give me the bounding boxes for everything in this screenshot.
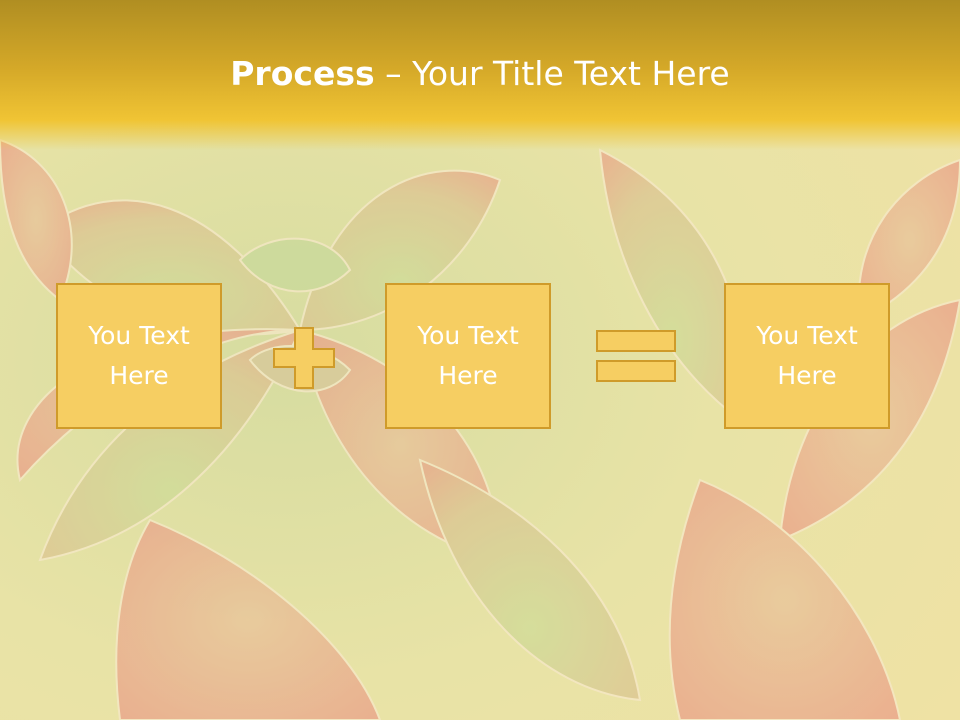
process-box-1[interactable]: You Text Here (56, 283, 222, 429)
process-box-1-line1: You Text (88, 321, 190, 350)
title-bold-part: Process (230, 54, 375, 93)
plus-icon (273, 327, 335, 389)
title-band (0, 0, 960, 150)
process-box-2[interactable]: You Text Here (385, 283, 551, 429)
title-rest-part: – Your Title Text Here (374, 54, 730, 93)
process-box-3-line2: Here (777, 361, 837, 390)
equals-icon (596, 330, 676, 382)
process-box-1-line2: Here (109, 361, 169, 390)
process-box-3-text: You Text Here (756, 316, 858, 396)
process-box-2-line2: Here (438, 361, 498, 390)
process-box-2-text: You Text Here (417, 316, 519, 396)
process-box-1-text: You Text Here (88, 316, 190, 396)
process-box-3-line1: You Text (756, 321, 858, 350)
process-box-3[interactable]: You Text Here (724, 283, 890, 429)
slide-title: Process – Your Title Text Here (0, 52, 960, 96)
process-box-2-line1: You Text (417, 321, 519, 350)
